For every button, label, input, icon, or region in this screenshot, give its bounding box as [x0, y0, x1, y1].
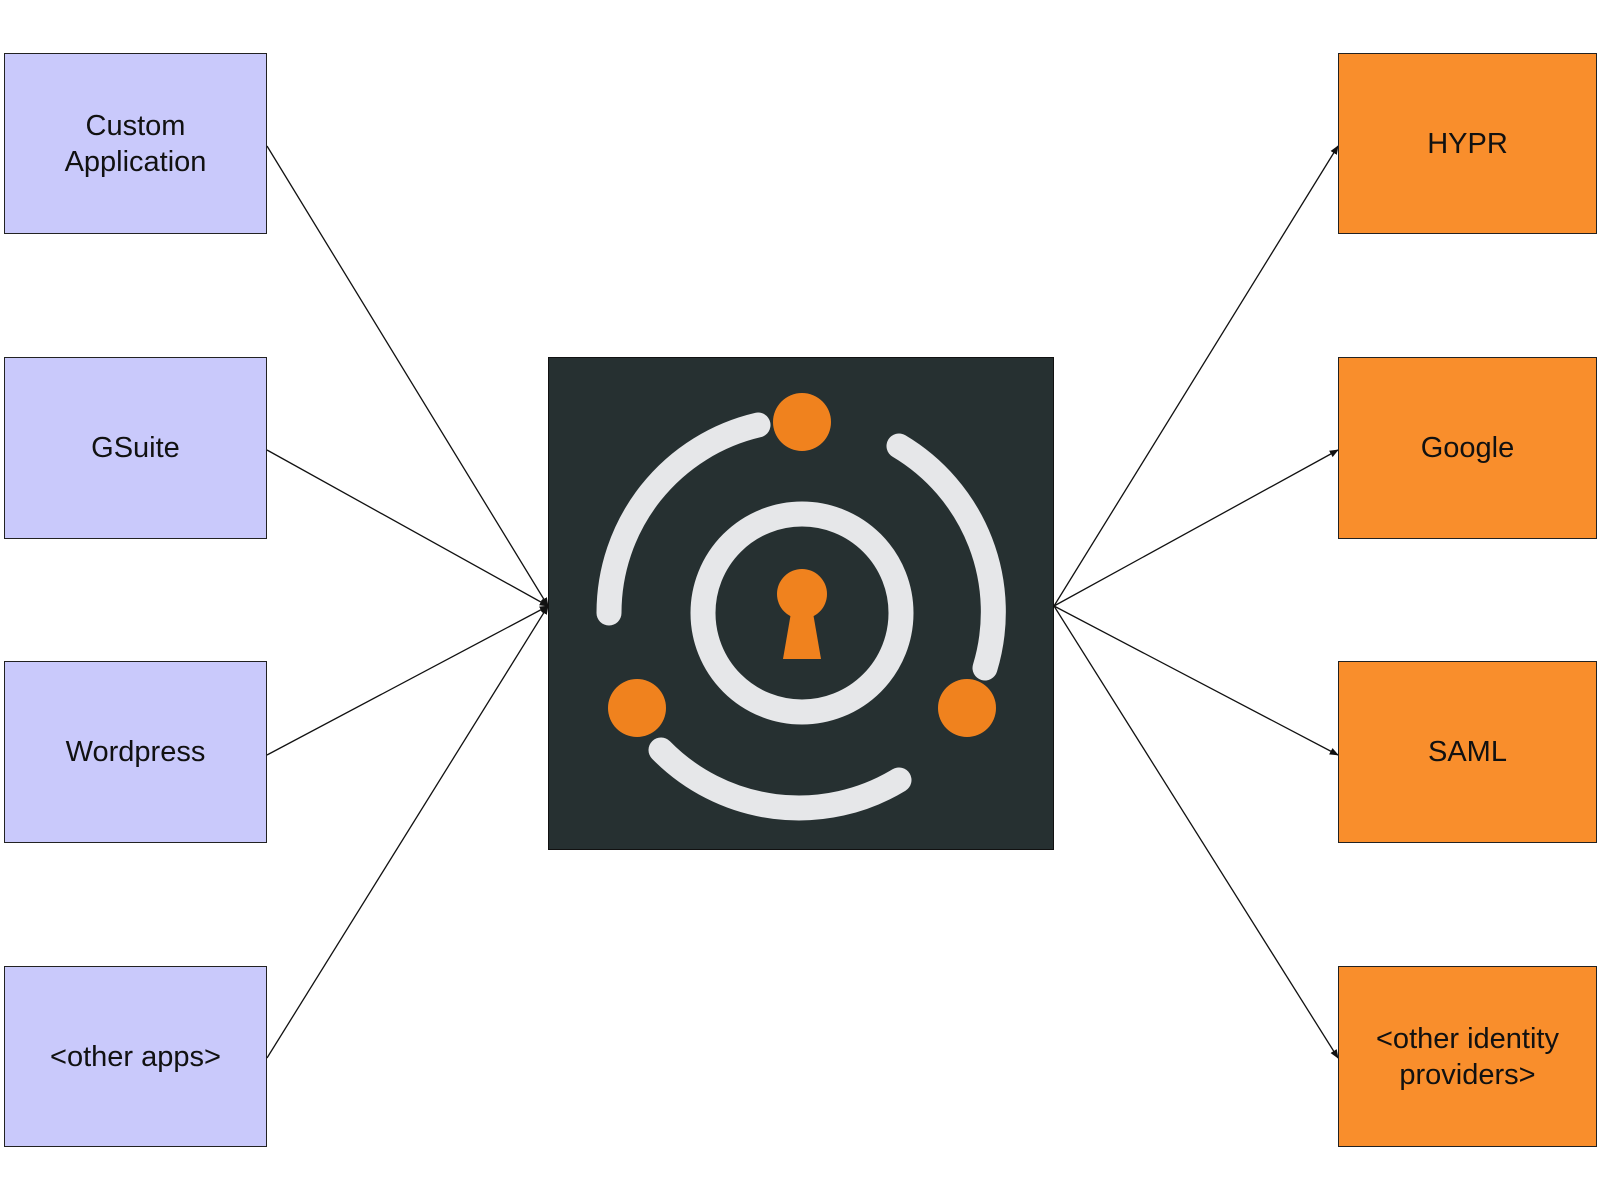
node-saml: SAML — [1338, 661, 1597, 843]
edge-hub-to-google — [1053, 449, 1339, 607]
keyhole-logo-icon — [596, 393, 1006, 821]
edge-hub-to-saml — [1053, 605, 1339, 756]
node-wordpress: Wordpress — [4, 661, 267, 843]
edge-custom-application-to-hub — [266, 145, 549, 607]
edge-gsuite-to-hub — [266, 449, 549, 607]
node-custom-application: Custom Application — [4, 53, 267, 234]
edge-wordpress-to-hub — [266, 605, 549, 756]
edge-other-apps-to-hub — [266, 605, 549, 1059]
logo-arc-bottom — [648, 737, 912, 821]
logo-dot-right — [938, 679, 996, 737]
node-other-identity-providers: <other identity providers> — [1338, 966, 1597, 1147]
logo-dot-top — [773, 393, 831, 451]
node-gsuite: GSuite — [4, 357, 267, 539]
logo-dot-left — [608, 679, 666, 737]
central-hub — [548, 357, 1054, 850]
keyhole-icon — [777, 569, 827, 659]
logo-arc-upper-left — [596, 412, 771, 626]
node-google: Google — [1338, 357, 1597, 539]
edge-hub-to-hypr — [1053, 145, 1339, 607]
node-hypr: HYPR — [1338, 53, 1597, 234]
edge-hub-to-other-identity-providers — [1053, 605, 1339, 1059]
logo-arc-right — [886, 433, 1006, 681]
node-other-apps: <other apps> — [4, 966, 267, 1147]
